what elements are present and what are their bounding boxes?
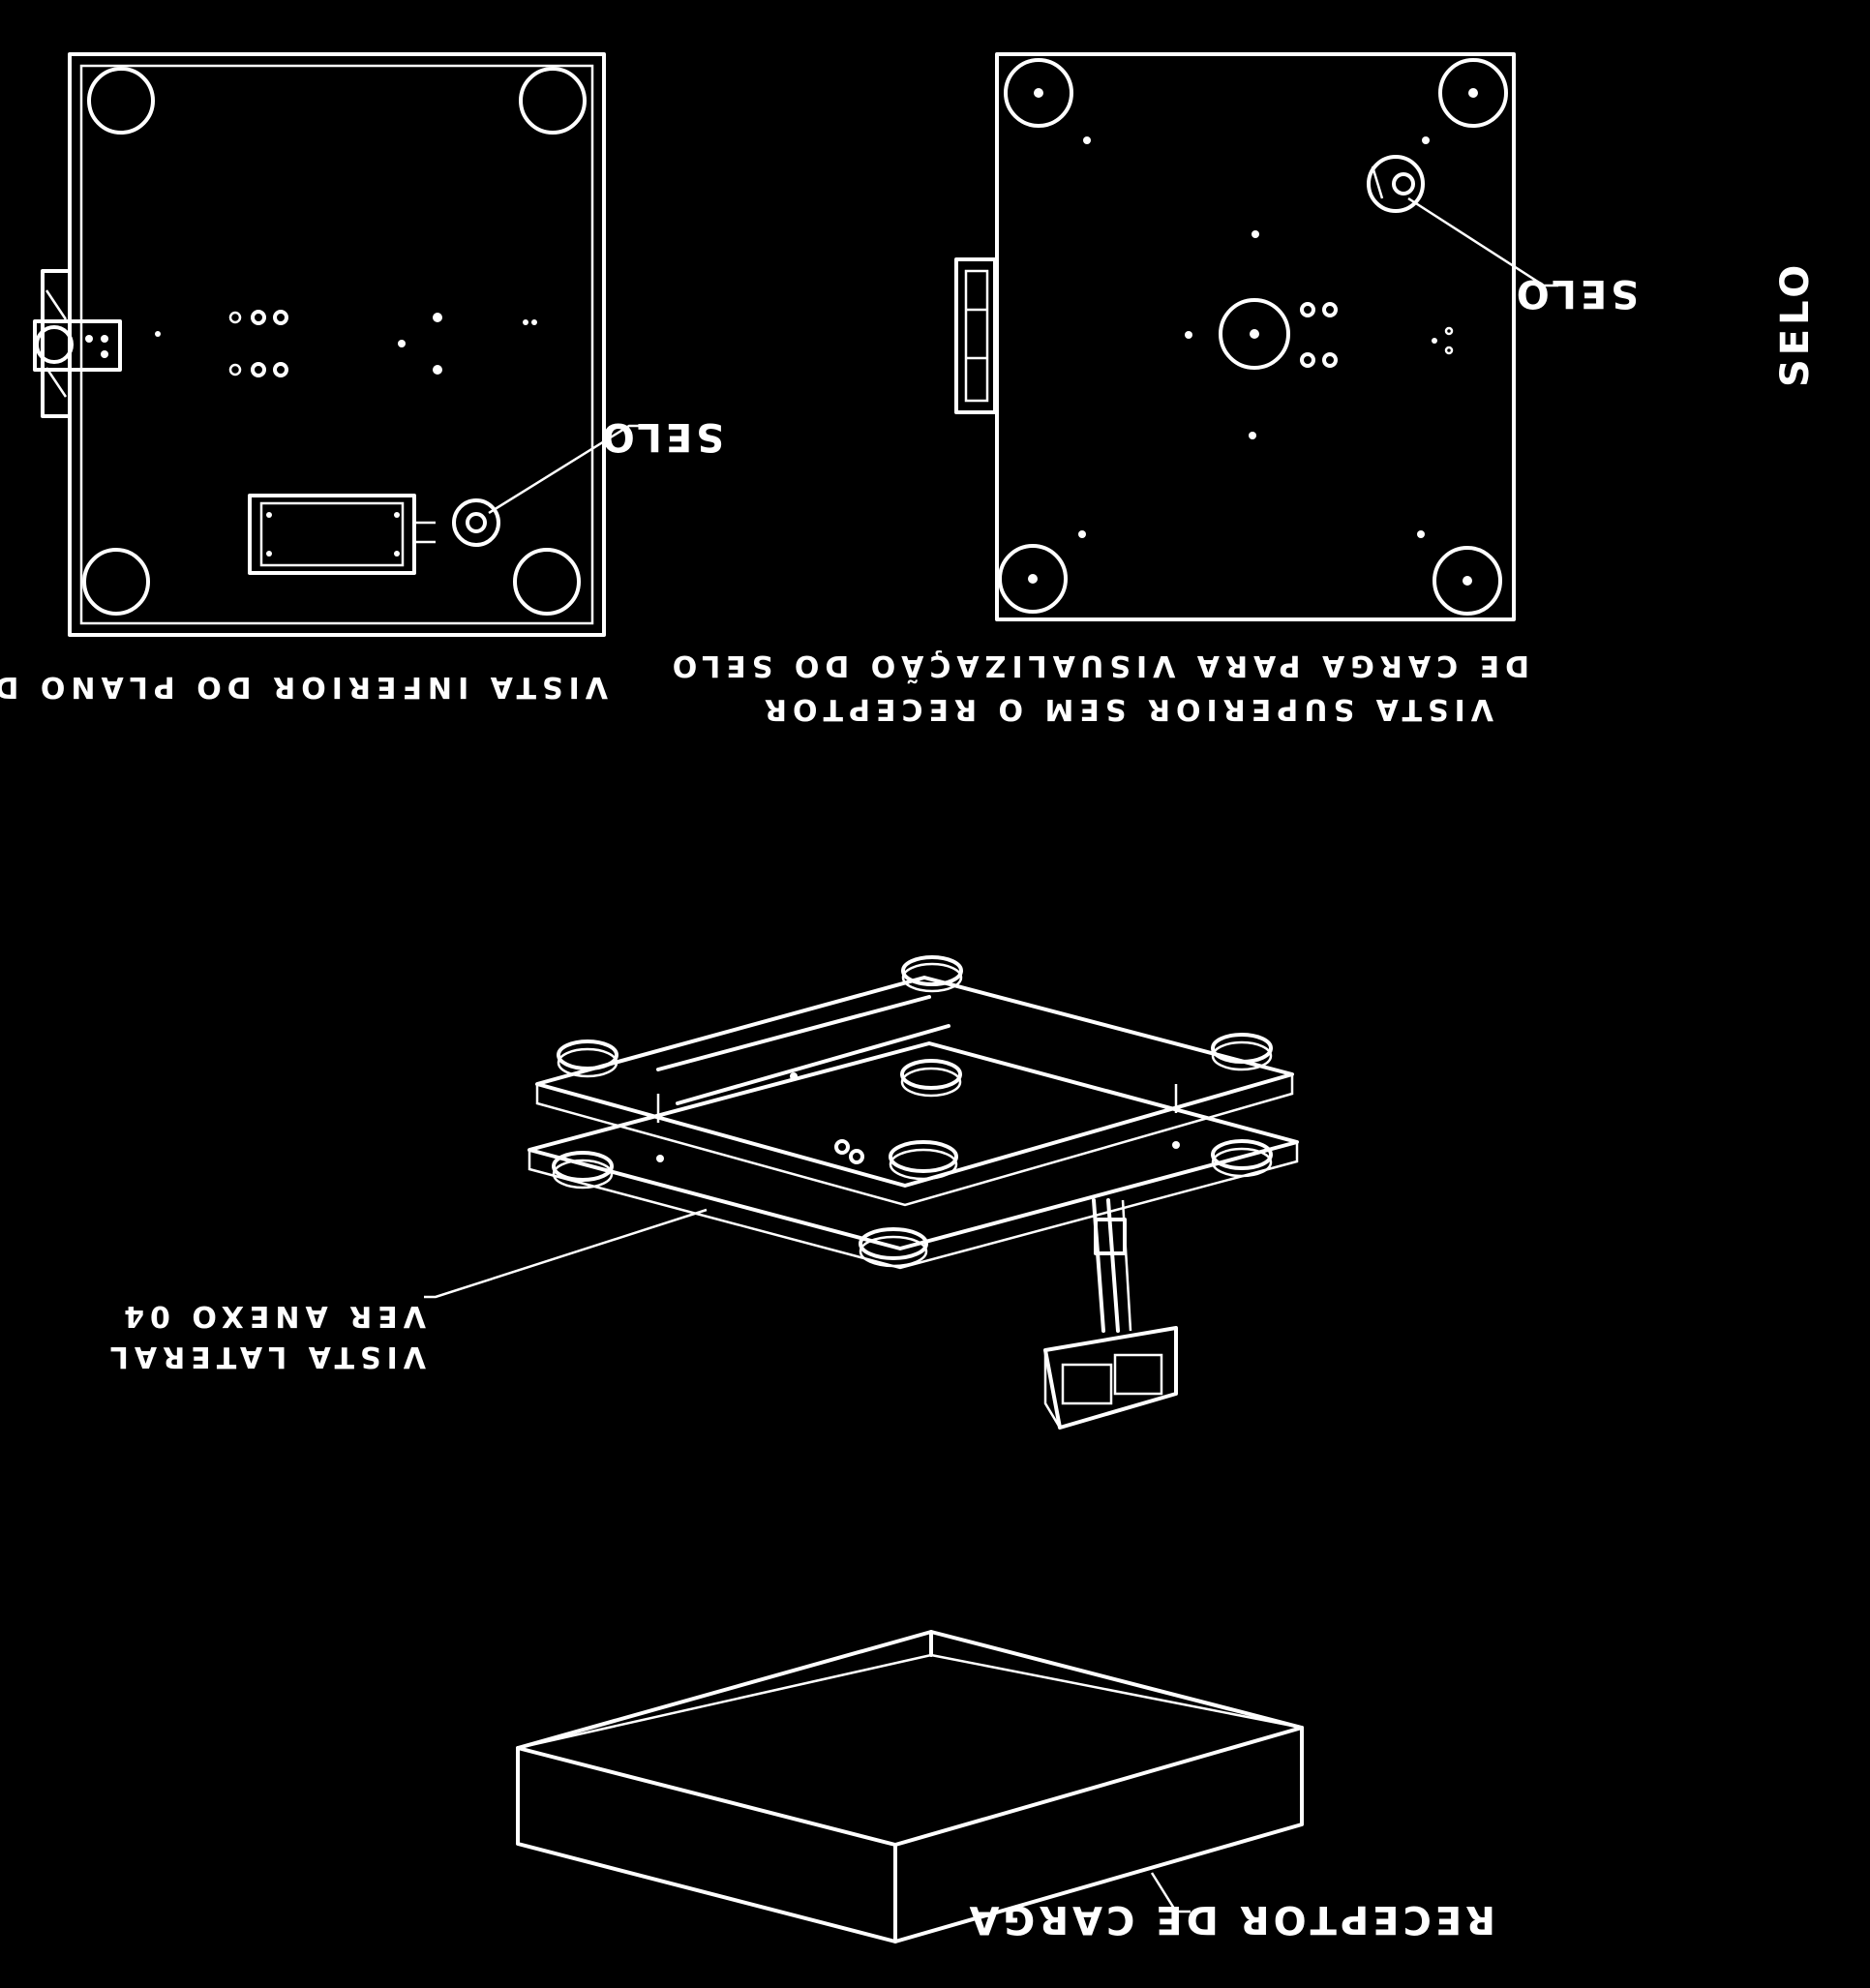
indicator-with-cable (1043, 1198, 1178, 1430)
foot-bottom-right (513, 548, 581, 616)
upper-plate (535, 976, 1294, 1188)
selo-label-bottom-view: SELO (598, 414, 724, 459)
electronics-box (248, 494, 436, 575)
selo-label-top-view: SELO (1513, 271, 1639, 316)
bottom-view-of-sealing-plane: SELO VISTA INFERIOR DO PLANO DE SELAGEM (0, 52, 724, 704)
center-load-cell (1219, 298, 1290, 370)
seal-marker (1367, 155, 1425, 213)
side-bracket (33, 269, 122, 418)
side-view-label-line1: VER ANEXO 04 (118, 1299, 426, 1333)
exploded-assembly: VER ANEXO 04 VISTA LATERAL (105, 955, 1299, 1430)
feet (552, 955, 1273, 1268)
foot-top-left (1004, 58, 1073, 128)
top-view-caption-line1: DE CARGA PARA VISUALIZAÇÃO DO SELO (667, 648, 1529, 684)
top-view-without-receptor: SELO DE CARGA PARA VISUALIZAÇÃO DO SELO … (667, 52, 1639, 726)
seal-marker (452, 498, 500, 547)
side-view-label-line2: VISTA LATERAL (105, 1340, 426, 1373)
hole-pattern (155, 310, 537, 377)
load-receptor-label: RECEPTOR DE CARGA (966, 1897, 1496, 1942)
foot-top-right (519, 67, 587, 135)
foot-top-right (1438, 58, 1508, 128)
foot-bottom-left (82, 548, 150, 616)
selo-margin-label: SELO (1773, 261, 1818, 387)
bottom-view-caption: VISTA INFERIOR DO PLANO DE SELAGEM (0, 670, 608, 704)
lower-plate (528, 1041, 1299, 1250)
foot-top-left (87, 67, 155, 135)
receptor-top (516, 1630, 1304, 1847)
load-receptor: RECEPTOR DE CARGA (516, 1630, 1496, 1943)
foot-bottom-left (998, 544, 1068, 614)
foot-bottom-right (1433, 546, 1502, 616)
top-view-caption-line2: VISTA SUPERIOR SEM O RECEPTOR (759, 692, 1493, 726)
side-bracket (954, 257, 997, 414)
